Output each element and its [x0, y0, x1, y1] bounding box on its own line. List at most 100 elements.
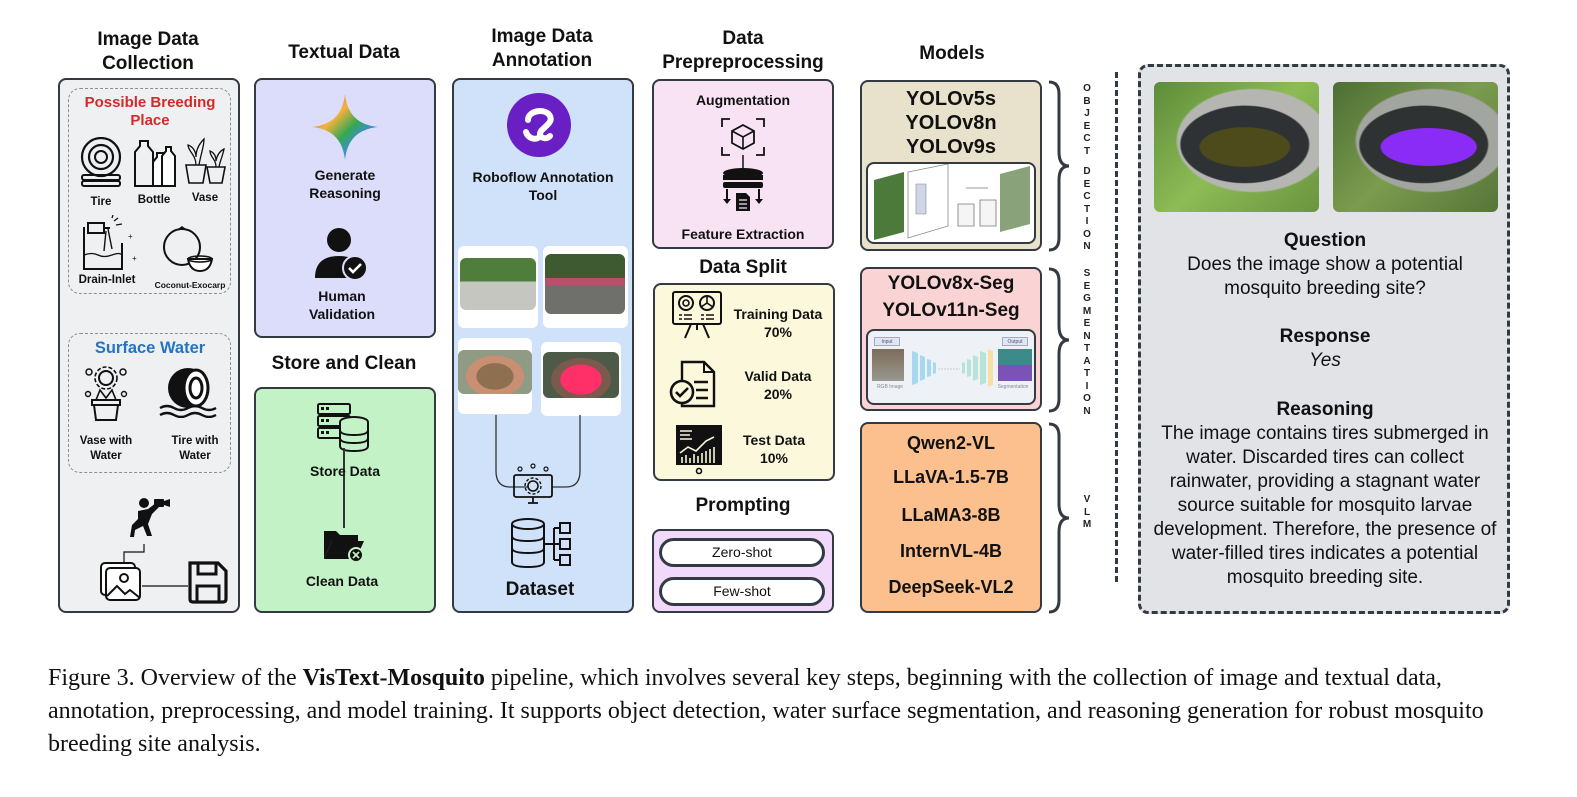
training-data-value: 70% — [763, 324, 793, 340]
segmentation-brace — [1048, 267, 1070, 413]
category-letter: E — [1083, 178, 1091, 190]
gemini-sparkle-icon — [312, 94, 378, 160]
object-detection-brace — [1048, 80, 1070, 252]
category-letter: A — [1083, 355, 1091, 367]
vase-icon — [185, 137, 226, 184]
category-letter: T — [1083, 368, 1091, 379]
model-qwen2-vl: Qwen2-VL — [906, 433, 995, 453]
category-letter: I — [1085, 216, 1089, 227]
seg-segmentation-label: Segmentation — [997, 384, 1029, 390]
response-text: Yes — [1309, 350, 1341, 371]
category-letter: N — [1083, 241, 1091, 252]
vlm-models-panel — [860, 422, 1042, 613]
category-letter: T — [1083, 343, 1091, 354]
category-letter — [1081, 158, 1093, 166]
model-yolov5s: YOLOv5s — [905, 88, 997, 110]
test-data-icon — [676, 425, 722, 475]
category-letter: C — [1083, 191, 1091, 202]
tire-with-water-icon — [159, 368, 217, 418]
store-clean-connector — [343, 448, 345, 528]
model-yolov9s: YOLOv9s — [905, 136, 997, 158]
annotated-pot-photo — [543, 352, 619, 398]
vase-with-water-label: Vase with Water — [79, 435, 133, 462]
data-preprocessing-title: Data Prepreprocessing — [662, 28, 824, 73]
caption-suffix: pipeline, which involves several key ste… — [48, 665, 1484, 757]
category-letter: V — [1083, 494, 1091, 505]
seg-rgb-label: RGB Image — [876, 384, 904, 390]
valid-data-label: Valid Data — [744, 368, 812, 384]
category-letter: M — [1082, 519, 1092, 530]
seg-rgb-image — [872, 349, 904, 381]
drain-inlet-label: Drain-Inlet — [78, 274, 136, 286]
drain-inlet-icon: + + — [83, 215, 137, 270]
photographer-icon — [130, 498, 170, 537]
category-letter: E — [1083, 120, 1091, 132]
coconut-icon — [163, 226, 214, 273]
zero-shot-option[interactable]: Zero-shot — [659, 538, 825, 567]
model-llama3-8b: LLaMA3-8B — [901, 505, 1001, 525]
clean-data-label: Clean Data — [305, 573, 379, 589]
save-icon — [188, 561, 228, 604]
tire-with-water-label: Tire with Water — [171, 435, 219, 462]
test-data-label: Test Data — [743, 432, 805, 448]
valid-data-value: 20% — [763, 386, 793, 402]
tire-icon — [80, 137, 122, 187]
processing-monitor-icon — [513, 463, 553, 504]
category-letter: S — [1083, 268, 1091, 279]
coconut-exocarp-label: Coconut-Exocarp — [154, 280, 226, 290]
training-data-icon — [672, 291, 722, 339]
annotation-thumb-4 — [541, 342, 621, 416]
image-data-annotation-title: Image Data Annotation — [491, 26, 593, 71]
surface-water-group — [68, 333, 231, 473]
caption-bold-name: VisText-Mosquito — [302, 665, 485, 691]
category-letter: O — [1083, 393, 1091, 404]
category-letter: E — [1083, 318, 1091, 329]
reasoning-text: The image contains tires submerged in wa… — [1153, 423, 1497, 588]
models-title: Models — [919, 43, 985, 64]
category-letter: I — [1085, 380, 1089, 392]
breeding-place-title: Possible Breeding Place — [84, 94, 216, 129]
seg-input-tag: Input — [874, 337, 900, 346]
raw-pot-photo — [458, 350, 532, 394]
surface-water-title: Surface Water — [94, 339, 206, 357]
clean-data-icon — [324, 531, 364, 563]
category-letter: O — [1083, 228, 1091, 240]
vase-with-water-icon — [84, 366, 128, 421]
connector-lines — [123, 544, 188, 587]
test-data-value: 10% — [759, 450, 789, 466]
category-letter: T — [1083, 145, 1091, 157]
model-internvl-4b: InternVL-4B — [899, 541, 1002, 561]
original-tire-photo — [1154, 82, 1319, 212]
image-icon — [100, 562, 141, 601]
category-letter: L — [1083, 506, 1091, 518]
few-shot-option[interactable]: Few-shot — [659, 577, 825, 606]
annotation-thumb-3 — [458, 338, 532, 414]
model-yolov8n: YOLOv8n — [905, 112, 997, 134]
yolo-architecture-diagram — [866, 162, 1036, 244]
human-validation-icon — [315, 228, 368, 281]
annotation-thumb-1 — [458, 246, 538, 328]
annotation-connectors — [495, 415, 581, 488]
svg-text:+: + — [128, 232, 133, 241]
question-title: Question — [1283, 230, 1367, 251]
category-letter: D — [1083, 166, 1091, 177]
vase-label: Vase — [191, 192, 219, 204]
prompting-title: Prompting — [695, 495, 791, 516]
generate-reasoning-label: Generate Reasoning — [309, 167, 381, 201]
dataset-label: Dataset — [505, 579, 575, 600]
data-split-title: Data Split — [699, 257, 787, 278]
category-letter: E — [1083, 280, 1091, 292]
feature-extraction-label: Feature Extraction — [681, 226, 805, 242]
bottle-icon — [134, 140, 176, 187]
seg-output-tag: Output — [1002, 337, 1028, 346]
vlm-brace — [1048, 422, 1070, 614]
bottle-label: Bottle — [137, 194, 171, 206]
question-text: Does the image show a potential mosquito… — [1187, 254, 1463, 299]
tire-label: Tire — [90, 196, 112, 208]
augmentation-label: Augmentation — [695, 92, 791, 108]
svg-text:+: + — [132, 254, 137, 263]
model-yolov11n-seg: YOLOv11n-Seg — [882, 300, 1020, 321]
textual-data-title: Textual Data — [288, 42, 400, 63]
